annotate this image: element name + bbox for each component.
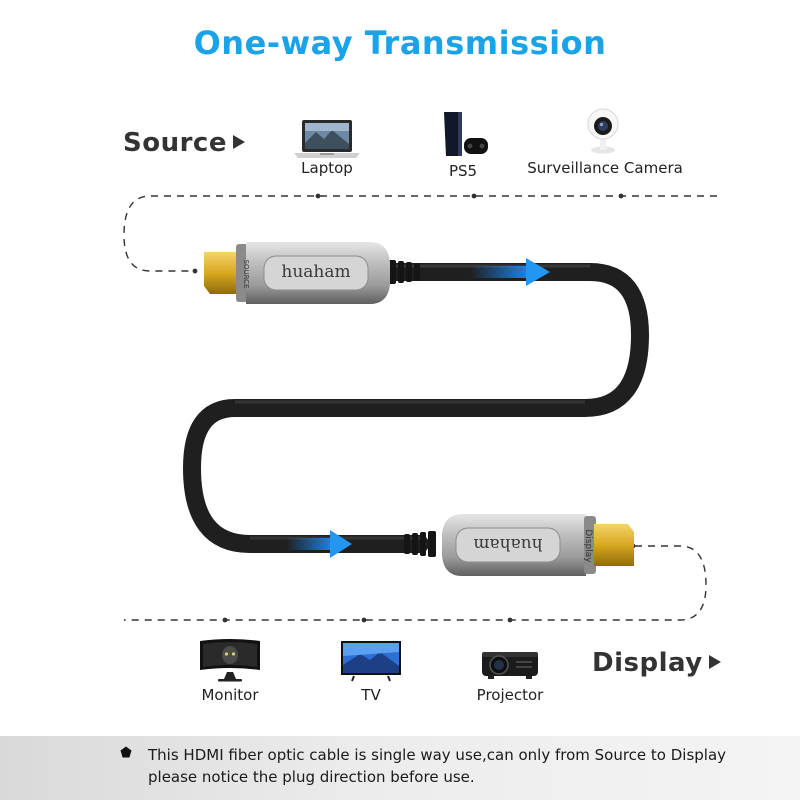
note-banner bbox=[0, 736, 800, 800]
source-device-laptop-label: Laptop bbox=[301, 159, 353, 177]
source-device-ps5-label: PS5 bbox=[448, 162, 478, 180]
bullet-icon bbox=[120, 746, 132, 758]
display-arrow-icon bbox=[708, 654, 721, 669]
source-connector-end-label: SOURCE bbox=[242, 259, 250, 289]
display-device-projector-label: Projector bbox=[476, 686, 544, 704]
note-text: This HDMI fiber optic cable is single wa… bbox=[148, 744, 726, 788]
source-connector bbox=[204, 242, 390, 304]
source-arrow-icon bbox=[232, 134, 245, 149]
display-device-monitor-label: Monitor bbox=[201, 686, 259, 704]
display-connector-brand: huaham bbox=[473, 534, 543, 554]
tv-icon bbox=[341, 641, 401, 682]
source-device-camera-label: Surveillance Camera bbox=[527, 159, 683, 177]
flow-arrow-display-icon bbox=[286, 530, 352, 558]
flow-arrow-source-icon bbox=[470, 258, 550, 286]
projector-icon bbox=[482, 652, 538, 679]
laptop-icon bbox=[294, 120, 360, 158]
note-line-2: please notice the plug direction before … bbox=[148, 768, 475, 786]
source-label-text: Source bbox=[123, 128, 227, 158]
display-label-text: Display bbox=[592, 648, 703, 678]
ps5-icon bbox=[444, 112, 488, 156]
page-title: One-way Transmission bbox=[193, 24, 607, 62]
source-connector-brand: huaham bbox=[281, 262, 351, 282]
surveillance-camera-icon bbox=[587, 108, 619, 154]
display-connector-end-label: Display bbox=[583, 529, 593, 563]
monitor-icon bbox=[200, 639, 260, 682]
note-line-1: This HDMI fiber optic cable is single wa… bbox=[148, 746, 727, 764]
display-connector bbox=[442, 514, 634, 576]
display-device-tv-label: TV bbox=[361, 686, 381, 704]
display-label: Display bbox=[592, 648, 721, 678]
source-label: Source bbox=[123, 128, 245, 158]
